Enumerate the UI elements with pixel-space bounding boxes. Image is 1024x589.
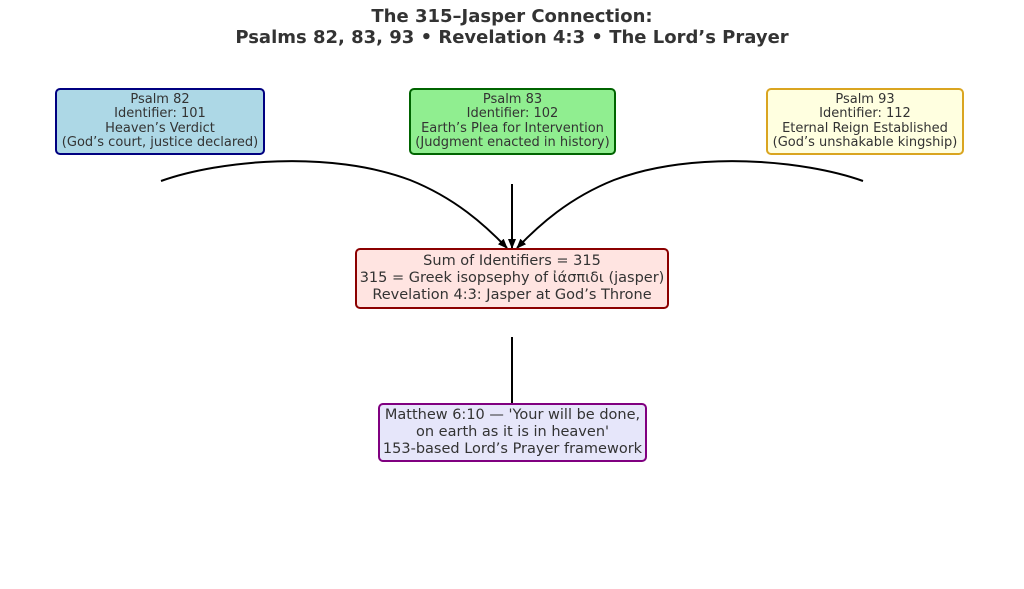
node-sum-of-identifiers: Sum of Identifiers = 315 315 = Greek iso…	[355, 248, 669, 309]
edge-psalm82-to-sum	[160, 160, 508, 249]
edge-psalm93-to-sum	[516, 160, 864, 249]
node-matthew-line-quote-1: Matthew 6:10 — 'Your will be done,	[384, 407, 641, 423]
node-psalm-82-theme: Heaven’s Verdict	[105, 120, 215, 136]
node-psalm-83-identifier: Identifier: 102	[466, 106, 559, 121]
node-psalm-93-title: Psalm 93	[835, 91, 895, 107]
node-matthew-line-framework: 153-based Lord’s Prayer framework	[382, 441, 643, 457]
node-matthew-line-quote-2: on earth as it is in heaven'	[416, 424, 609, 440]
diagram-title-line-1: The 315–Jasper Connection:	[371, 6, 653, 27]
node-psalm-93-description: (God’s unshakable kingship)	[772, 135, 958, 150]
node-psalm-82-title: Psalm 82	[130, 91, 190, 107]
node-psalm-82-description: (God’s court, justice declared)	[61, 135, 259, 150]
node-matthew-6-10: Matthew 6:10 — 'Your will be done, on ea…	[378, 403, 647, 462]
node-psalm-82-identifier: Identifier: 101	[114, 106, 206, 121]
node-sum-line-revelation: Revelation 4:3: Jasper at God’s Throne	[372, 287, 652, 303]
node-psalm-83-title: Psalm 83	[482, 91, 543, 107]
node-sum-line-total: Sum of Identifiers = 315	[423, 253, 601, 269]
node-psalm-83-description: (Judgment enacted in history)	[415, 135, 610, 150]
node-psalm-83-theme: Earth’s Plea for Intervention	[421, 120, 604, 136]
node-psalm-83: Psalm 83 Identifier: 102 Earth’s Plea fo…	[409, 88, 616, 155]
node-psalm-82: Psalm 82 Identifier: 101 Heaven’s Verdic…	[55, 88, 265, 155]
node-psalm-93: Psalm 93 Identifier: 112 Eternal Reign E…	[766, 88, 964, 155]
diagram-title-line-2: Psalms 82, 83, 93 • Revelation 4:3 • The…	[235, 27, 789, 48]
node-psalm-93-identifier: Identifier: 112	[819, 106, 911, 121]
node-psalm-93-theme: Eternal Reign Established	[782, 120, 948, 136]
node-sum-line-isopsephy: 315 = Greek isopsephy of ἰάσπιδι (jasper…	[359, 270, 665, 286]
